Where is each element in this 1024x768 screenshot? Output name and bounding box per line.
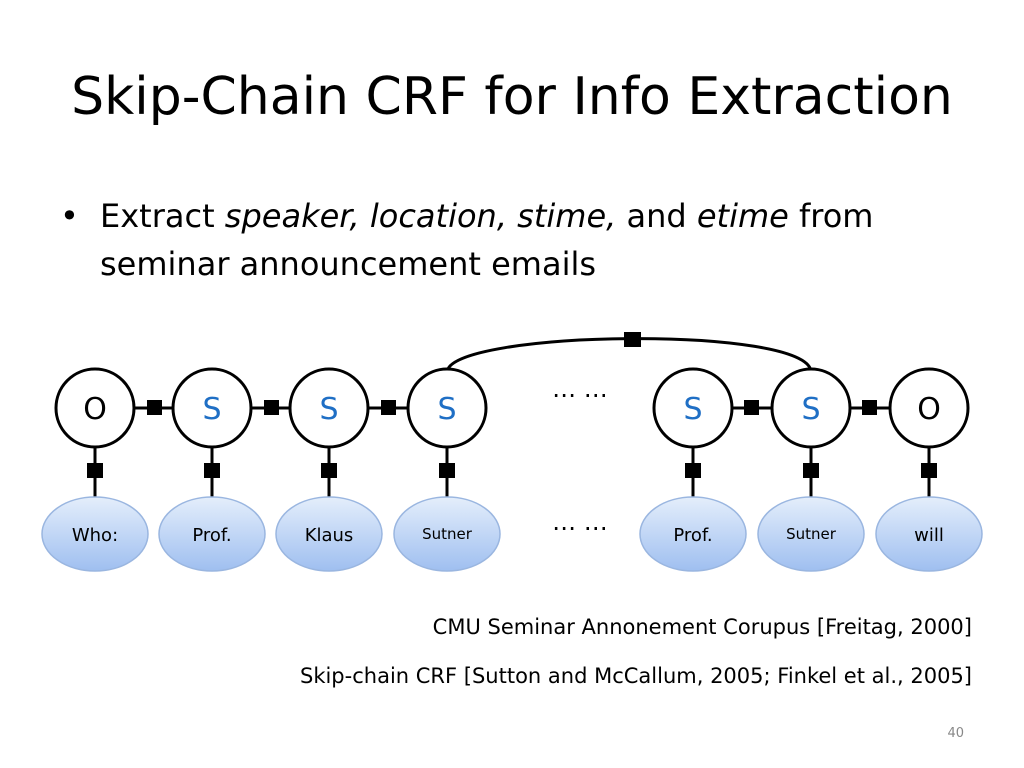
word-node: Prof. — [158, 496, 266, 572]
label-node-text: S — [801, 392, 820, 427]
slide-title: Skip-Chain CRF for Info Extraction — [71, 67, 953, 127]
emission-factor — [204, 463, 220, 478]
word-node-text: will — [914, 525, 944, 546]
label-node: O — [54, 367, 136, 449]
label-node: S — [171, 367, 253, 449]
word-node-text: Prof. — [673, 525, 712, 546]
label-node-text: S — [437, 392, 456, 427]
bullet-text: Extract speaker, location, stime, and et… — [100, 197, 874, 283]
word-node: Who: — [41, 496, 149, 572]
emission-factor — [439, 463, 455, 478]
skip-factor — [624, 332, 641, 347]
bullet-marker: • — [60, 197, 79, 235]
word-nodes: Who: Prof. Klaus Sutner Prof. Sutner wil… — [41, 496, 983, 572]
chain-edges — [134, 400, 889, 415]
chain-factor — [381, 400, 396, 415]
word-node-text: Sutner — [422, 525, 473, 543]
emission-factor — [803, 463, 819, 478]
chain-factor — [744, 400, 759, 415]
page-number: 40 — [947, 726, 964, 741]
word-node: Klaus — [275, 496, 383, 572]
label-node-text: O — [83, 392, 107, 427]
word-node: Sutner — [757, 496, 865, 572]
label-node-text: S — [683, 392, 702, 427]
chain-factor — [862, 400, 877, 415]
word-node-text: Who: — [72, 525, 118, 546]
word-node: will — [875, 496, 983, 572]
bullet-point: • Extract speaker, location, stime, and … — [60, 192, 980, 288]
citation-corpus: CMU Seminar Annonement Corupus [Freitag,… — [432, 615, 972, 639]
word-node-text: Klaus — [305, 525, 354, 546]
label-node: S — [406, 367, 488, 449]
word-node-text: Sutner — [786, 525, 837, 543]
emission-factor — [921, 463, 937, 478]
chain-factor — [147, 400, 162, 415]
label-node-text: S — [202, 392, 221, 427]
word-node: Prof. — [639, 496, 747, 572]
citation-skip-chain: Skip-chain CRF [Sutton and McCallum, 200… — [299, 664, 972, 688]
emission-factor — [321, 463, 337, 478]
emission-factor — [87, 463, 103, 478]
label-node: O — [888, 367, 970, 449]
label-node: S — [770, 367, 852, 449]
emission-edges — [87, 448, 937, 500]
word-node-text: Prof. — [192, 525, 231, 546]
label-node-text: S — [319, 392, 338, 427]
word-node: Sutner — [393, 496, 501, 572]
chain-factor — [264, 400, 279, 415]
ellipsis-top: … … — [552, 375, 608, 403]
label-node: S — [288, 367, 370, 449]
label-node-text: O — [917, 392, 941, 427]
label-node: S — [652, 367, 734, 449]
ellipsis-bottom: … … — [552, 508, 608, 536]
label-nodes: O S S S S S O — [54, 367, 970, 449]
emission-factor — [685, 463, 701, 478]
